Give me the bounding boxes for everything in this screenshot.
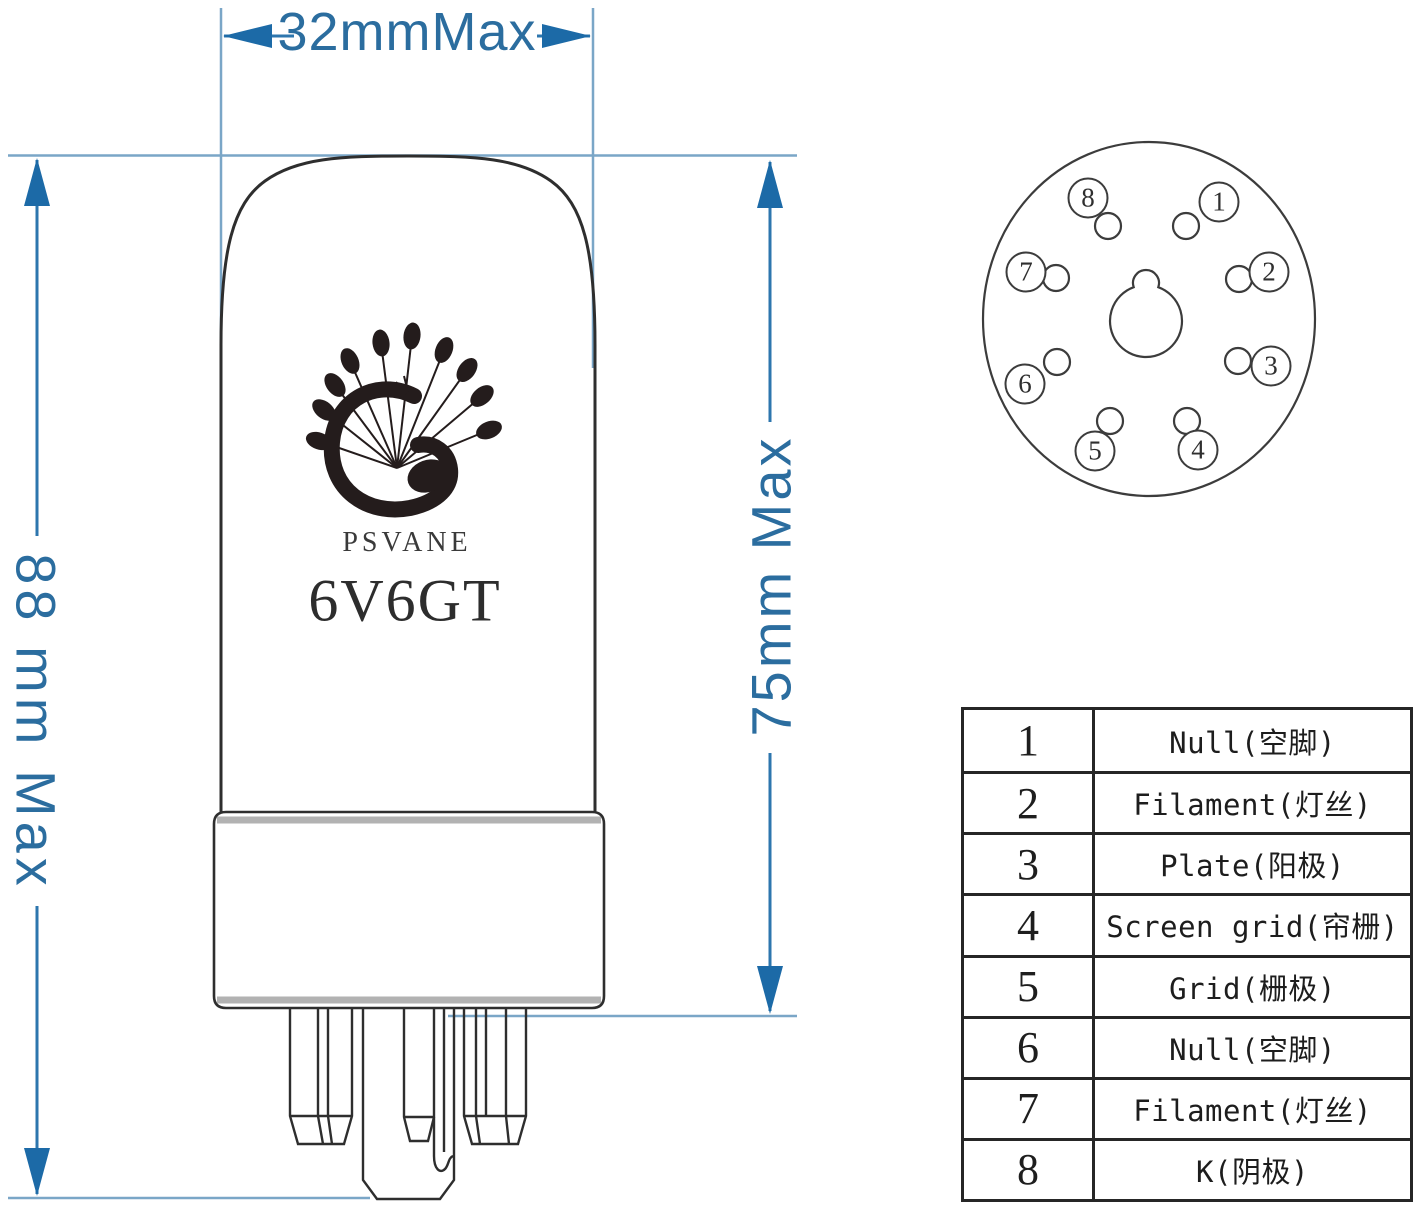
socket-pin-number-7: 7 bbox=[1005, 251, 1047, 293]
pin-table-label: Filament(灯丝) bbox=[1095, 771, 1410, 832]
tube-base-outline bbox=[212, 810, 606, 1010]
socket-outer-circle bbox=[981, 140, 1317, 498]
pin-table-number: 2 bbox=[964, 771, 1095, 833]
pin-function-table: 1 Null(空脚) 2 Filament(灯丝) 3 Plate(阳极) 4 … bbox=[961, 707, 1413, 1202]
tube-glass-outline bbox=[219, 154, 597, 812]
socket-pin-number-4: 4 bbox=[1177, 429, 1219, 471]
socket-pin-number-1: 1 bbox=[1198, 181, 1240, 223]
pin-table-label: Plate(阳极) bbox=[1095, 832, 1410, 893]
pin-table-label: Grid(栅极) bbox=[1095, 954, 1410, 1016]
width-dimension-label: 32mmMax bbox=[277, 2, 537, 62]
socket-pin-number-3: 3 bbox=[1250, 345, 1292, 387]
socket-pin-holes bbox=[1041, 211, 1254, 436]
tube-model-label: 6V6GT bbox=[308, 567, 502, 634]
bulb-height-dimension-label: 75mm Max bbox=[739, 435, 803, 737]
pin-table-label: Filament(灯丝) bbox=[1095, 1076, 1410, 1138]
socket-pin-number-6: 6 bbox=[1004, 363, 1046, 405]
pin-table-label: Screen grid(帘栅) bbox=[1095, 893, 1410, 954]
dimension-arrowheads bbox=[24, 24, 783, 1196]
tube-base-shading bbox=[217, 816, 601, 1004]
pin-table-number: 8 bbox=[964, 1137, 1095, 1199]
pin-table-label: K(阴极) bbox=[1095, 1137, 1410, 1199]
socket-pin-number-5: 5 bbox=[1074, 430, 1116, 472]
pin-table-label: Null(空脚) bbox=[1169, 725, 1336, 760]
peacock-logo bbox=[305, 322, 502, 518]
socket-pin-number-8: 8 bbox=[1067, 177, 1109, 219]
spigot-key-post bbox=[361, 1008, 456, 1201]
socket-pinout-diagram bbox=[981, 140, 1317, 498]
tube-brand-label: PSVANE bbox=[342, 527, 472, 558]
pin-table-number: 4 bbox=[964, 893, 1095, 955]
pin-table-number: 3 bbox=[964, 832, 1095, 894]
pin-table-number: 6 bbox=[964, 1015, 1095, 1077]
pin-table-label: Null(空脚) bbox=[1095, 1015, 1410, 1077]
pin-table-number: 5 bbox=[964, 954, 1095, 1016]
socket-pin-number-2: 2 bbox=[1248, 251, 1290, 293]
pin-table-number: 1 bbox=[964, 710, 1095, 772]
overall-height-dimension-label: 88 mm Max bbox=[4, 553, 68, 891]
socket-key-hole bbox=[1108, 268, 1184, 359]
pin-table-number: 7 bbox=[964, 1076, 1095, 1138]
tube-pins bbox=[288, 1008, 528, 1201]
